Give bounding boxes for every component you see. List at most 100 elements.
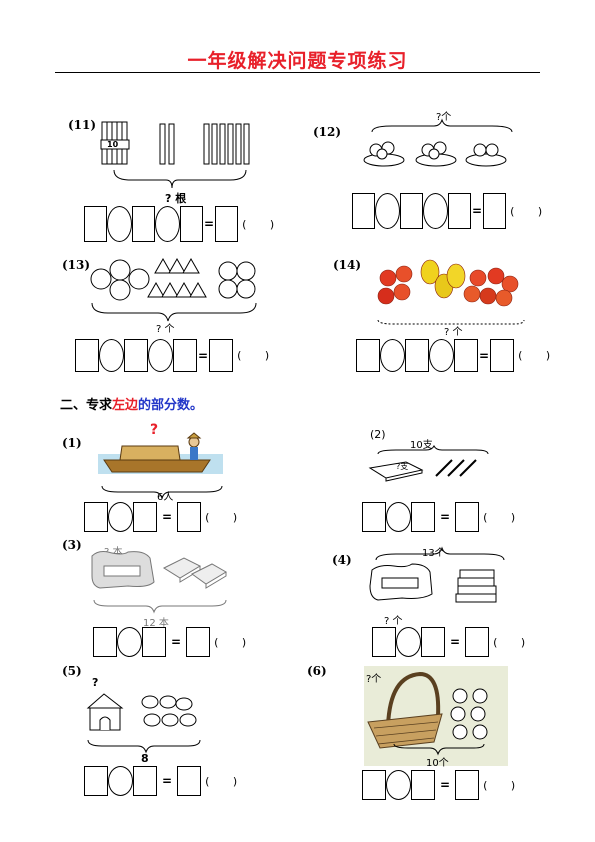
equals-sign: = (204, 217, 215, 231)
equation-part-6: = ( ) (362, 770, 525, 800)
bag-books-illustration (369, 546, 505, 603)
answer-box[interactable] (84, 206, 107, 242)
answer-box[interactable] (421, 627, 445, 657)
operator-oval[interactable] (148, 339, 173, 372)
answer-box[interactable] (454, 339, 478, 372)
doghouse-illustration (86, 693, 201, 754)
equation-part-5: = ( ) (84, 766, 247, 796)
part-3-label: 12 本 (143, 618, 169, 629)
answer-box[interactable] (362, 502, 386, 532)
equals-sign: = (479, 348, 490, 363)
equation-part-4: = ( ) (372, 627, 535, 657)
answer-paren[interactable]: ( ) (205, 774, 248, 788)
result-box[interactable] (215, 206, 239, 242)
page-title: 一年级解决问题专项练习 (187, 50, 408, 72)
answer-box[interactable] (448, 193, 471, 229)
answer-box[interactable] (124, 339, 148, 372)
part-1-number: (1) (62, 436, 82, 450)
apples-pears-illustration (377, 259, 525, 325)
answer-box[interactable] (142, 627, 166, 657)
answer-box[interactable] (173, 339, 197, 372)
answer-box[interactable] (75, 339, 99, 372)
operator-oval[interactable] (375, 193, 400, 229)
problem-13-label: ? 个 (156, 324, 175, 335)
answer-box[interactable] (93, 627, 117, 657)
result-box[interactable] (209, 339, 234, 372)
answer-paren[interactable]: ( ) (483, 778, 526, 792)
operator-oval[interactable] (396, 627, 421, 657)
answer-box[interactable] (132, 206, 155, 242)
equation-part-3: = ( ) (93, 627, 256, 657)
answer-box[interactable] (362, 770, 386, 800)
answer-box[interactable] (352, 193, 375, 229)
answer-box[interactable] (84, 766, 108, 796)
part-3-top-label: ? 本 (104, 547, 123, 558)
part-4-number: (4) (332, 553, 352, 567)
schoolbag-books-illustration (91, 551, 227, 614)
equals-sign: = (162, 510, 173, 524)
answer-box[interactable] (411, 770, 435, 800)
equation-13: = ( ) (75, 339, 279, 372)
equation-11: = ( ) (84, 206, 284, 242)
part-6-number: (6) (307, 664, 327, 678)
problem-11-number: (11) (68, 118, 97, 132)
part-1-question-mark: ? (150, 422, 159, 438)
problem-12-number: (12) (313, 125, 342, 139)
answer-box[interactable] (356, 339, 380, 372)
result-box[interactable] (465, 627, 490, 657)
part-2-question-label: ?支 (396, 462, 409, 471)
operator-oval[interactable] (99, 339, 124, 372)
result-box[interactable] (177, 502, 202, 532)
operator-oval[interactable] (108, 502, 133, 532)
result-box[interactable] (455, 502, 480, 532)
answer-paren[interactable]: ( ) (510, 204, 553, 218)
result-box[interactable] (483, 193, 507, 229)
part-5-label: 8 (141, 752, 149, 765)
answer-box[interactable] (84, 502, 108, 532)
operator-oval[interactable] (386, 502, 411, 532)
equals-sign: = (162, 774, 173, 788)
part-6-label: 10个 (426, 758, 449, 769)
answer-box[interactable] (405, 339, 429, 372)
problem-11-label: ? 根 (165, 192, 187, 205)
answer-box[interactable] (133, 766, 157, 796)
answer-paren[interactable]: ( ) (237, 349, 280, 362)
answer-paren[interactable]: ( ) (483, 510, 526, 524)
answer-paren[interactable]: ( ) (242, 217, 285, 231)
answer-box[interactable] (400, 193, 423, 229)
answer-box[interactable] (372, 627, 396, 657)
operator-oval[interactable] (155, 206, 180, 242)
part-4-label: ? 个 (384, 616, 403, 627)
part-3-number: (3) (62, 538, 82, 552)
title-rule (55, 72, 540, 73)
result-box[interactable] (177, 766, 202, 796)
operator-oval[interactable] (107, 206, 132, 242)
answer-box[interactable] (133, 502, 157, 532)
answer-box[interactable] (411, 502, 435, 532)
problem-12-label: ?个 (436, 112, 452, 123)
fruit-plates-illustration (363, 118, 513, 167)
operator-oval[interactable] (423, 193, 448, 229)
result-box[interactable] (186, 627, 211, 657)
section-suffix: 的部分数。 (138, 398, 204, 413)
equals-sign: = (198, 348, 209, 363)
answer-box[interactable] (180, 206, 203, 242)
operator-oval[interactable] (429, 339, 454, 372)
operator-oval[interactable] (108, 766, 133, 796)
equation-12: = ( ) (352, 193, 552, 229)
section-heading: 二、专求左边的部分数。 (60, 394, 203, 413)
result-box[interactable] (490, 339, 515, 372)
answer-paren[interactable]: ( ) (518, 349, 561, 362)
result-box[interactable] (455, 770, 480, 800)
sticks-illustration (100, 121, 250, 189)
problem-14-label: ? 个 (444, 327, 463, 338)
operator-oval[interactable] (386, 770, 411, 800)
answer-paren[interactable]: ( ) (493, 635, 536, 649)
answer-paren[interactable]: ( ) (214, 635, 257, 649)
problem-14-number: (14) (333, 258, 362, 272)
operator-oval[interactable] (380, 339, 405, 372)
problem-13-number: (13) (62, 258, 91, 272)
part-5-question-mark: ? (92, 676, 99, 689)
answer-paren[interactable]: ( ) (205, 510, 248, 524)
operator-oval[interactable] (117, 627, 142, 657)
